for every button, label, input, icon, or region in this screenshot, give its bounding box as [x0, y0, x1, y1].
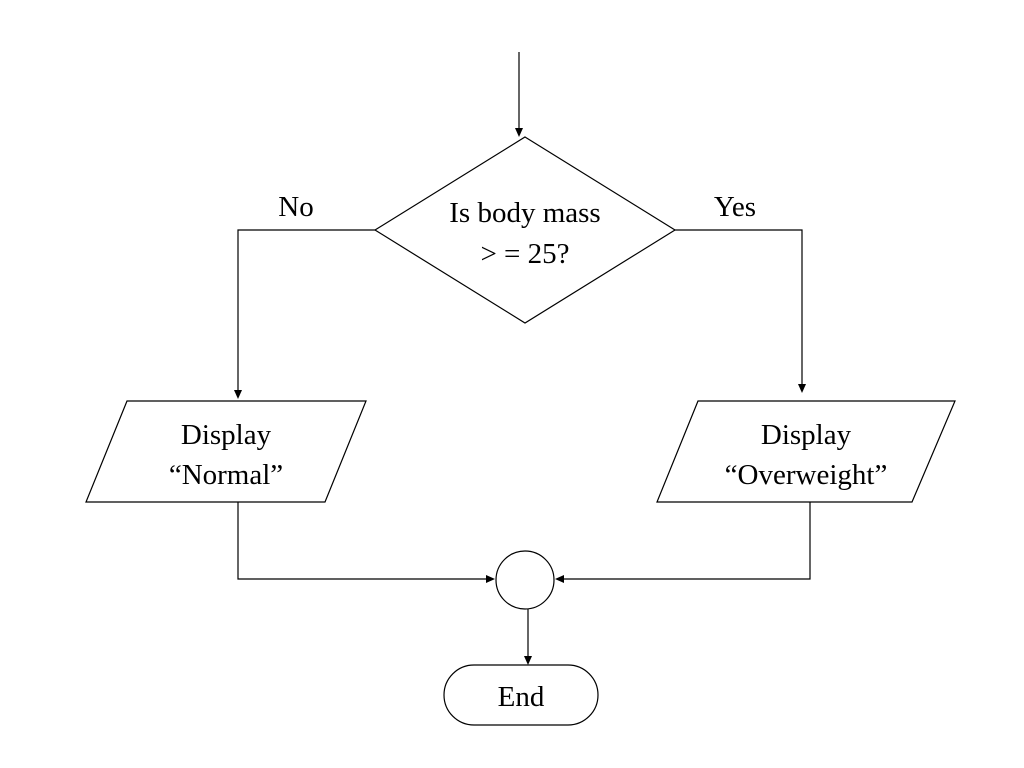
- output-normal-node: Display “Normal”: [85, 400, 367, 503]
- decision-diamond: [373, 136, 677, 324]
- yes-branch-connector: [675, 229, 806, 393]
- output-normal-line2: “Normal”: [169, 459, 283, 491]
- decision-node: Is body mass > = 25?: [373, 136, 677, 324]
- entry-arrow: [515, 52, 523, 137]
- branch-yes-label: Yes: [714, 191, 756, 223]
- output-overweight-node: Display “Overweight”: [656, 400, 956, 503]
- output-overweight-parallelogram: [656, 400, 956, 503]
- junction-connector-circle: [495, 550, 555, 610]
- normal-to-junction-connector: [237, 502, 495, 583]
- decision-text-line2: > = 25?: [480, 238, 569, 270]
- output-overweight-line2: “Overweight”: [725, 459, 888, 491]
- end-terminal-node: End: [443, 664, 599, 726]
- no-branch-connector: [234, 229, 375, 399]
- output-overweight-line1: Display: [761, 419, 852, 451]
- output-normal-parallelogram: [85, 400, 367, 503]
- output-normal-line1: Display: [181, 419, 272, 451]
- decision-text-line1: Is body mass: [449, 197, 600, 229]
- end-terminal-label: End: [498, 681, 545, 713]
- end-terminal-shape: [443, 664, 599, 726]
- overweight-to-junction-connector: [555, 502, 811, 583]
- branch-no-label: No: [278, 191, 313, 223]
- junction-to-end-connector: [524, 609, 532, 665]
